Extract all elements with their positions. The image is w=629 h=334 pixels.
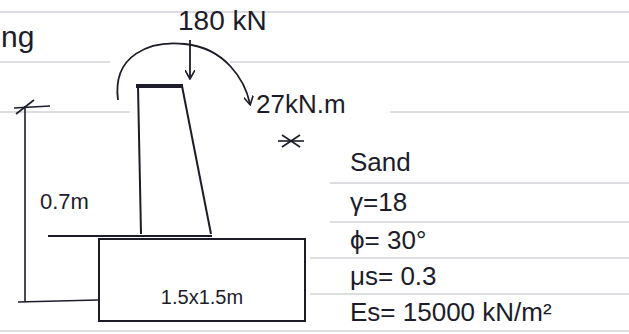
load-label: 180 kN <box>178 6 267 37</box>
moment-label: 27kN.m <box>256 90 346 119</box>
unit-weight: γ=18 <box>350 188 407 217</box>
friction-angle: ϕ= 30° <box>350 226 426 255</box>
poisson-ratio: μs= 0.3 <box>350 262 437 291</box>
footing-box: 1.5x1.5m <box>98 238 306 322</box>
cut-text: ng <box>1 20 34 53</box>
dimension-label: 0.7m <box>40 190 89 214</box>
soil-type: Sand <box>350 148 411 177</box>
size-label: 1.5x1.5m <box>161 286 243 308</box>
elastic-modulus: Es= 15000 kN/m² <box>350 298 552 327</box>
